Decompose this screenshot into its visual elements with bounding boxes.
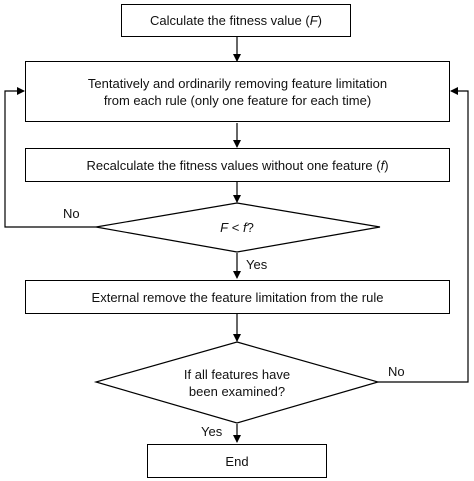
step-calculate-fitness: Calculate the fitness value (F) <box>121 4 351 37</box>
decision-compare-diamond <box>95 202 381 253</box>
step-external-remove: External remove the feature limitation f… <box>25 280 450 314</box>
edge-label-compare-yes: Yes <box>246 257 268 272</box>
step-recalculate-close: ) <box>384 157 389 173</box>
step-recalculate-text: Recalculate the fitness values without o… <box>86 157 381 173</box>
step-end-text: End <box>225 453 249 469</box>
decision-examined-line2: been examined? <box>188 384 286 399</box>
step-tentative-remove-line2: from each rule (only one feature for eac… <box>103 92 372 108</box>
decision-compare-var1: F <box>220 220 229 235</box>
step-recalculate: Recalculate the fitness values without o… <box>25 148 450 182</box>
decision-compare-text: F < f? <box>177 219 297 236</box>
step-tentative-remove-line1: Tentatively and ordinarily removing feat… <box>87 75 388 91</box>
step-calculate-fitness-var: F <box>309 13 318 28</box>
step-end: End <box>147 444 327 478</box>
step-calculate-fitness-text: Calculate the fitness value ( <box>150 13 310 28</box>
edge-label-examined-yes: Yes <box>201 424 223 439</box>
decision-compare-suffix: ? <box>246 220 254 235</box>
step-recalculate-var: f <box>380 157 385 173</box>
decision-compare-op: < <box>228 220 243 235</box>
step-calculate-fitness-close: ) <box>317 13 322 28</box>
arrow-examined-no-loop <box>378 87 469 383</box>
step-tentative-remove: Tentatively and ordinarily removing feat… <box>25 61 450 122</box>
arrow-compare-no-loop <box>4 87 96 228</box>
decision-compare-var2: f <box>242 220 247 235</box>
decision-examined-diamond <box>93 341 381 424</box>
edge-label-examined-no: No <box>388 364 405 379</box>
decision-examined-line1: If all features have <box>183 367 291 382</box>
decision-examined-text: If all features have been examined? <box>147 366 327 400</box>
step-external-remove-text: External remove the feature limitation f… <box>91 289 384 305</box>
edge-label-compare-no: No <box>63 206 80 221</box>
